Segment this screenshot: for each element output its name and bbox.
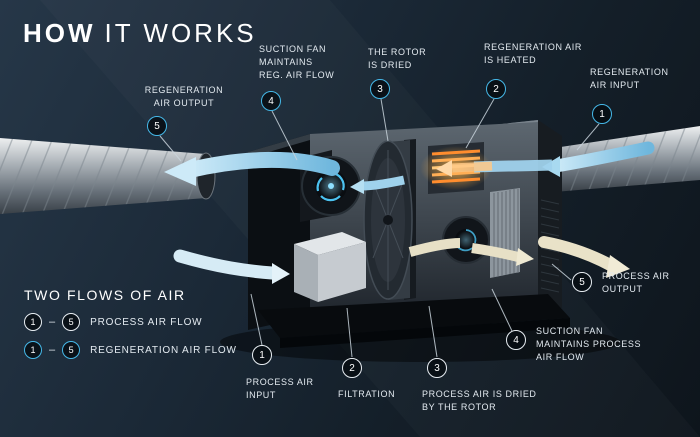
step-badge-process-1: 1: [252, 345, 272, 365]
legend-title: TWO FLOWS OF AIR: [24, 287, 186, 303]
step-badge-process-4: 4: [506, 330, 526, 350]
callout-regen-input-label: REGENERATION AIR INPUT: [590, 67, 669, 91]
step-badge-regen-5: 5: [147, 116, 167, 136]
regen-air-flow-arrows: [164, 141, 655, 194]
callout-process-filter-label: FILTRATION: [338, 389, 396, 399]
leader-lines: [159, 98, 600, 358]
callout-process-fan-label: SUCTION FAN MAINTAINS PROCESS AIR FLOW: [536, 326, 642, 363]
callout-process-rotor-label: PROCESS AIR IS DRIED BY THE ROTOR: [422, 389, 537, 413]
legend-process-start-badge: 1: [24, 313, 42, 331]
rotor: [363, 140, 413, 300]
callout-regen-output-label: REGENERATION AIR OUTPUT: [144, 85, 224, 109]
callout-regen-rotor-label: THE ROTOR IS DRIED: [368, 47, 427, 71]
legend-regen-end-badge: 5: [62, 341, 81, 359]
callout-process-output-label: PROCESS AIR OUTPUT: [602, 271, 670, 295]
page-title-light: IT WORKS: [104, 18, 257, 48]
legend-row-process: 1 – 5 PROCESS AIR FLOW: [24, 313, 202, 331]
callout-process-input-label: PROCESS AIR INPUT: [246, 377, 314, 401]
callout-regen-heater-label: REGENERATION AIR IS HEATED: [484, 42, 582, 66]
legend-process-end-badge: 5: [62, 313, 81, 331]
callout-regen-fan-label: SUCTION FAN MAINTAINS REG. AIR FLOW: [259, 44, 335, 81]
page-title-bold: HOW: [23, 18, 96, 48]
filter-box: [294, 232, 366, 302]
interior-grille: [490, 188, 520, 278]
step-badge-regen-1: 1: [592, 104, 612, 124]
step-badge-regen-3: 3: [370, 79, 390, 99]
legend-regen-label: REGENERATION AIR FLOW: [90, 344, 237, 356]
step-badge-process-5: 5: [572, 272, 592, 292]
process-air-flow-arrows: [173, 236, 630, 284]
legend-dash: –: [49, 343, 56, 356]
step-badge-regen-4: 4: [261, 91, 281, 111]
step-badge-regen-2: 2: [486, 79, 506, 99]
legend-row-regeneration: 1 – 5 REGENERATION AIR FLOW: [24, 341, 237, 359]
step-badge-process-3: 3: [427, 358, 447, 378]
page-title: HOW IT WORKS: [23, 18, 257, 49]
step-badge-process-2: 2: [342, 358, 362, 378]
legend-dash: –: [49, 315, 56, 328]
legend-process-label: PROCESS AIR FLOW: [90, 316, 203, 328]
legend-regen-start-badge: 1: [24, 341, 42, 359]
